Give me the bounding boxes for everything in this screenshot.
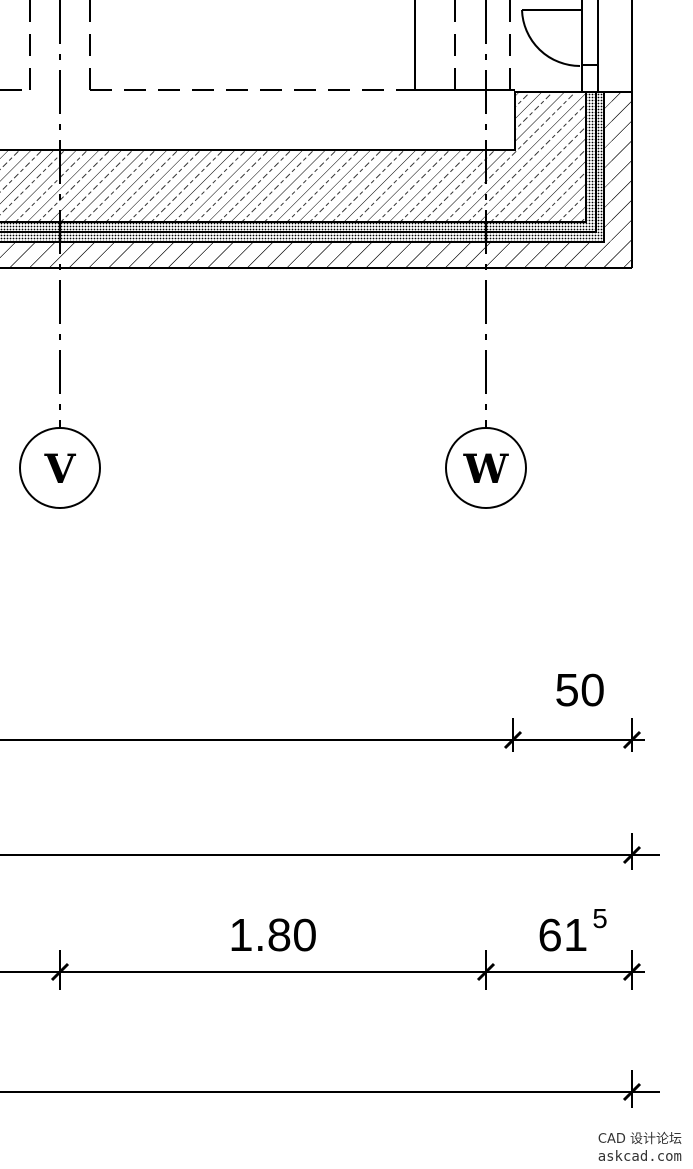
wall-section: [0, 91, 632, 269]
dimension-row-2: [0, 833, 660, 870]
grid-lines: [59, 0, 487, 428]
hidden-lines: [0, 0, 511, 91]
dimension-row-1-label: 50: [554, 664, 605, 716]
grid-bubble-w-label: W: [463, 446, 510, 493]
grid-bubble-v: V: [19, 427, 101, 509]
dimension-row-3-label-b-sup: 5: [592, 903, 608, 934]
grid-bubble-w: W: [445, 427, 527, 509]
watermark-line-1: CAD 设计论坛: [598, 1132, 682, 1147]
dimension-row-3-label-a: 1.80: [228, 909, 318, 961]
dimension-row-3-label-b: 61: [537, 909, 588, 961]
grid-bubble-v-label: V: [43, 446, 76, 493]
watermark-line-2: askcad.com: [598, 1149, 682, 1165]
dimension-row-1: [0, 718, 645, 752]
dimension-row-3: [0, 950, 645, 990]
dimension-row-4: [0, 1070, 660, 1108]
